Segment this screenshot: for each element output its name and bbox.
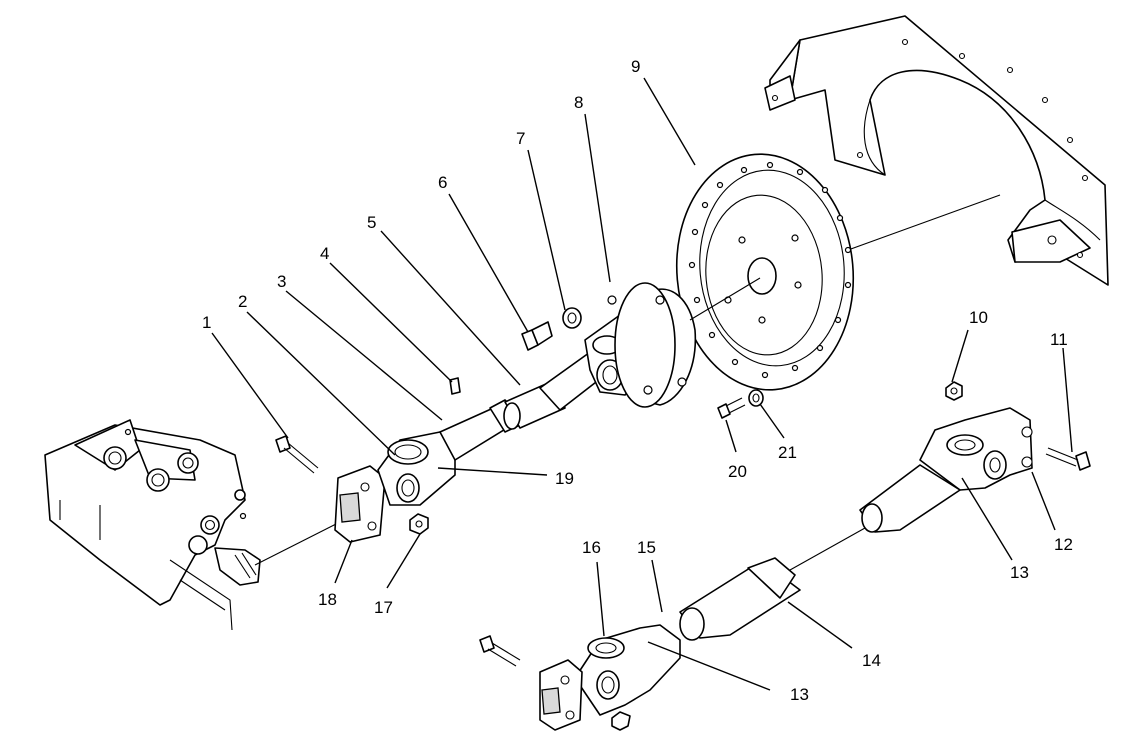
mounting-bracket — [764, 15, 1109, 286]
callout-21: 21 — [778, 443, 797, 462]
callout-2: 2 — [238, 292, 247, 311]
callout-1: 1 — [202, 313, 211, 332]
callout-20: 20 — [728, 462, 747, 481]
callout-3: 3 — [277, 272, 286, 291]
callout-14: 14 — [862, 651, 881, 670]
main-driveshaft — [334, 282, 697, 543]
hydraulic-pump — [44, 419, 261, 631]
callout-9: 9 — [631, 57, 640, 76]
leader-lines — [211, 77, 1073, 691]
callout-6: 6 — [438, 173, 447, 192]
callout-10: 10 — [969, 308, 988, 327]
callout-18: 18 — [318, 590, 337, 609]
callout-17: 17 — [374, 598, 393, 617]
callout-16: 16 — [582, 538, 601, 557]
callout-19: 19 — [555, 469, 574, 488]
callout-5: 5 — [367, 213, 376, 232]
callout-13-lower: 13 — [790, 685, 809, 704]
callout-4: 4 — [320, 244, 329, 263]
hardware-upper — [275, 307, 764, 535]
callout-7: 7 — [516, 129, 525, 148]
callout-13-upper: 13 — [1010, 563, 1029, 582]
secondary-driveshaft — [479, 407, 1033, 731]
callout-8: 8 — [574, 93, 583, 112]
callout-11: 11 — [1050, 330, 1068, 349]
callout-15: 15 — [637, 538, 656, 557]
callout-labels: 1 2 3 4 5 6 7 8 9 10 11 12 13 13 14 15 1… — [202, 57, 1073, 704]
flex-plate — [675, 153, 855, 391]
callout-12: 12 — [1054, 535, 1073, 554]
hardware-right — [945, 381, 1091, 471]
